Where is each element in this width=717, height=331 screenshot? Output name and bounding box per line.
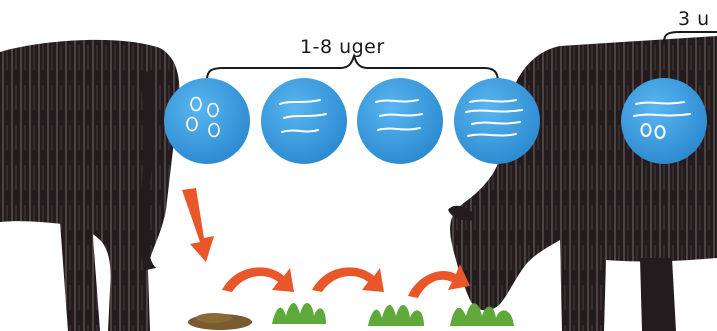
- duration-bracket: [206, 52, 499, 83]
- larva-sphere-5: [621, 78, 707, 164]
- curved-arrow-icon: [312, 267, 384, 292]
- grass-tuft: [450, 303, 514, 326]
- arrow-down-icon: [182, 188, 214, 262]
- curved-arrow-icon: [408, 264, 470, 298]
- dung-pat: [188, 313, 252, 330]
- curved-arrow-icon: [222, 267, 294, 292]
- larvae-icon: [279, 99, 327, 133]
- eggs-in-water-icon: [186, 96, 220, 138]
- duration-label-right: 3 u: [678, 8, 710, 30]
- grass-tuft: [272, 302, 326, 324]
- duration-label: 1-8 uger: [300, 36, 385, 58]
- grass-tuft: [368, 304, 424, 326]
- larva-sphere-3: [357, 78, 443, 164]
- larva-sphere-1: [164, 78, 250, 164]
- duration-bracket-right: [663, 31, 717, 43]
- larva-sphere-2: [261, 78, 347, 164]
- larvae-icon: [375, 99, 423, 131]
- larva-sphere-4: [454, 78, 540, 164]
- larvae-eggs-icon: [633, 101, 691, 139]
- left-cow-hindquarters: [0, 39, 180, 331]
- larvae-icon: [465, 99, 523, 137]
